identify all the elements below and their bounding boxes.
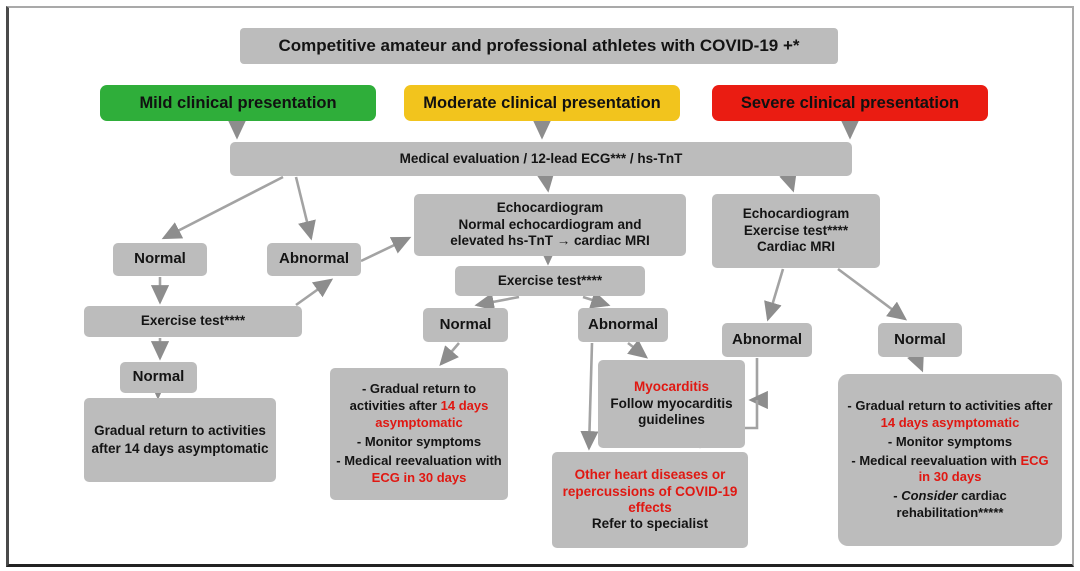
figure-title-text: Competitive amateur and professional ath… — [278, 35, 800, 55]
node-middle-normal: Normal — [423, 308, 508, 342]
other-heart-diseases-red-text: Other heart diseases or repercussions of… — [562, 467, 738, 515]
tier-moderate: Moderate clinical presentation — [404, 85, 680, 121]
right-outcome-bullet-1: - Gradual return to activities after 14 … — [847, 397, 1053, 430]
right-outcome-bullet-2: - Monitor symptoms — [887, 433, 1013, 449]
node-left-exercise-test: Exercise test**** — [84, 306, 302, 337]
node-medical-evaluation: Medical evaluation / 12-lead ECG*** / hs… — [230, 142, 852, 176]
other-heart-diseases-action: Refer to specialist — [591, 516, 709, 532]
tier-severe: Severe clinical presentation — [712, 85, 988, 121]
right-echo-line-1: Echocardiogram — [742, 206, 850, 222]
middle-normal-label: Normal — [439, 315, 492, 333]
middle-outcome-bullet-1: - Gradual return to activities after 14 … — [349, 381, 489, 431]
medical-evaluation-text: Medical evaluation / 12-lead ECG*** / hs… — [399, 150, 683, 166]
left-outcome-text: Gradual return to activities after 14 da… — [91, 423, 269, 456]
tier-mild: Mild clinical presentation — [100, 85, 376, 121]
middle-echo-line-1: Echocardiogram — [496, 200, 604, 216]
tier-severe-label: Severe clinical presentation — [740, 93, 960, 112]
myocarditis-body: Follow myocarditis guidelines — [610, 395, 733, 428]
node-left-normal: Normal — [113, 243, 207, 276]
middle-echo-line-3: elevated hs-TnT → cardiac MRI — [450, 233, 650, 249]
middle-outcome-bullet-3: - Medical reevaluation with ECG in 30 da… — [336, 452, 502, 485]
node-myocarditis: Myocarditis Follow myocarditis guideline… — [598, 360, 745, 448]
node-left-normal-2: Normal — [120, 362, 197, 393]
node-right-echocardiogram: Echocardiogram Exercise test**** Cardiac… — [712, 194, 880, 268]
left-normal-label: Normal — [134, 250, 186, 268]
right-outcome-bullet-3: - Medical reevaluation with ECG in 30 da… — [851, 452, 1049, 485]
middle-abnormal-label: Abnormal — [587, 315, 658, 333]
node-right-abnormal: Abnormal — [722, 323, 812, 357]
left-normal-2-label: Normal — [132, 368, 185, 386]
node-left-outcome: Gradual return to activities after 14 da… — [84, 398, 276, 482]
middle-exercise-test-label: Exercise test**** — [497, 272, 603, 288]
right-normal-label: Normal — [894, 330, 946, 348]
node-right-normal: Normal — [878, 323, 962, 357]
node-middle-exercise-test: Exercise test**** — [455, 266, 645, 296]
middle-echo-line-2: Normal echocardiogram and — [458, 216, 642, 232]
node-middle-echocardiogram: Echocardiogram Normal echocardiogram and… — [414, 194, 686, 256]
node-middle-outcome: - Gradual return to activities after 14 … — [330, 368, 508, 500]
middle-outcome-bullet-2: - Monitor symptoms — [356, 434, 482, 449]
right-abnormal-label: Abnormal — [731, 330, 802, 348]
node-middle-abnormal: Abnormal — [578, 308, 668, 342]
right-echo-line-3: Cardiac MRI — [756, 239, 836, 255]
myocarditis-title: Myocarditis — [633, 379, 710, 395]
node-right-outcome: - Gradual return to activities after 14 … — [838, 374, 1062, 546]
node-other-heart-diseases: Other heart diseases or repercussions of… — [552, 452, 748, 548]
node-left-abnormal: Abnormal — [267, 243, 361, 276]
tier-moderate-label: Moderate clinical presentation — [423, 93, 661, 112]
consider-italic: Consider — [901, 488, 958, 504]
left-exercise-test-label: Exercise test**** — [140, 313, 246, 329]
right-echo-line-2: Exercise test**** — [743, 222, 849, 238]
figure-title: Competitive amateur and professional ath… — [240, 28, 838, 64]
tier-mild-label: Mild clinical presentation — [139, 93, 337, 112]
right-outcome-bullet-4: - Consider cardiac rehabilitation***** — [893, 488, 1007, 521]
left-abnormal-label: Abnormal — [278, 250, 349, 268]
